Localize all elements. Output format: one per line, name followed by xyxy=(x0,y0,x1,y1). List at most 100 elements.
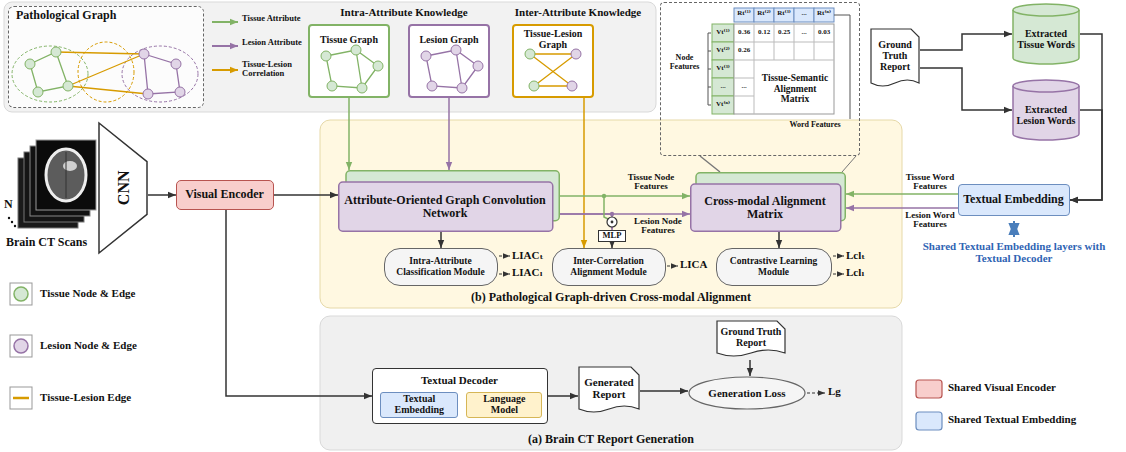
matrix-header: Rt⁽ⁿ⁾ xyxy=(814,10,834,18)
connector-arrow xyxy=(348,98,350,170)
matrix-row-header: Vt⁽ⁿ⁾ xyxy=(712,101,734,109)
legend-frame xyxy=(10,335,32,357)
panel-background xyxy=(408,24,490,98)
stacked-layer-front xyxy=(691,184,841,231)
matrix-grid xyxy=(754,8,774,22)
pathological-graph-art xyxy=(25,59,35,69)
pathological-graph-art xyxy=(63,81,73,91)
legend-text: Shared Textual Embedding xyxy=(948,413,1076,425)
panel-background xyxy=(4,2,902,450)
node-text: Pathological Graph xyxy=(16,9,116,22)
language-model-box: Language Model xyxy=(466,392,542,418)
pathological-graph-art xyxy=(78,42,134,102)
loss-arrow xyxy=(833,273,844,274)
loss-label: LICA xyxy=(680,258,708,270)
node-text: (a) Brain CT Report Generation xyxy=(528,433,694,446)
text-block: Tissue-Lesion Graph xyxy=(515,27,591,51)
ct-scan-stack xyxy=(14,225,16,227)
text-block: (a) Brain CT Report Generation xyxy=(320,432,902,448)
node-text: Extracted Lesion Words xyxy=(1014,104,1078,126)
text-block: Pathological Graph xyxy=(16,9,196,27)
matrix-grid xyxy=(712,42,734,60)
loss-arrow xyxy=(499,255,510,256)
node-text: Ground Truth Report xyxy=(718,326,784,348)
node-text: Cross-modal Alignment Matrix xyxy=(694,195,836,221)
matrix-grid xyxy=(708,8,856,172)
lesion-graph-art xyxy=(421,45,483,93)
lesion-graph-art xyxy=(451,45,461,55)
legend-sample xyxy=(212,22,238,23)
text-block: Language Model xyxy=(469,393,540,416)
pathological-graph-art xyxy=(175,87,185,97)
decoder-box: Textual DecoderTextual EmbeddingLanguage… xyxy=(372,368,548,424)
legend-arrow xyxy=(212,45,238,47)
tissue-graph-box: Tissue Graph xyxy=(308,24,390,98)
matrix-grid xyxy=(774,8,794,22)
ct-scan-stack xyxy=(46,149,86,201)
loss-label: Lclₜ xyxy=(846,249,865,261)
report-document: Ground Truth Report xyxy=(870,28,920,90)
legend-arrow xyxy=(212,21,238,23)
connector-arrow xyxy=(274,194,338,196)
node-text: Intra-Attribute Classification Module xyxy=(389,256,492,277)
pathological-graph-art xyxy=(12,46,88,102)
ct-scan-stack xyxy=(8,140,96,228)
text-block: Generation Loss xyxy=(696,378,798,408)
legend-text: Shared Visual Encoder xyxy=(948,381,1056,393)
connector-arrow xyxy=(749,360,751,376)
ct-scan-stack xyxy=(36,140,96,210)
matrix-grid xyxy=(834,15,850,119)
multiply-junction xyxy=(602,194,617,227)
matrix-cell: ... xyxy=(734,83,754,91)
node-text: Ground Truth Report xyxy=(872,39,918,72)
matrix-grid xyxy=(842,156,856,172)
node-text: CNN xyxy=(114,171,132,206)
multiply-junction xyxy=(602,194,606,198)
lesion-graph-art xyxy=(421,51,431,61)
tissue-lesion-graph-art xyxy=(525,49,535,59)
tissue-lesion-graph-box: Tissue-Lesion Graph xyxy=(512,24,594,98)
panel-background xyxy=(308,24,390,98)
pathological-graph-art xyxy=(33,87,43,97)
connector-arrow xyxy=(560,195,690,197)
section-panel: (b) Pathological Graph-driven Cross-moda… xyxy=(320,120,902,308)
report-document: Ground Truth Report xyxy=(716,320,786,360)
cylinder-rim xyxy=(1013,10,1079,16)
connector-arrow xyxy=(846,193,958,195)
legend-arrow xyxy=(212,69,238,71)
connector-label: Tissue Node Features xyxy=(622,173,680,192)
embedding-box: Textual Embedding xyxy=(380,392,458,418)
loss-label: Lg xyxy=(828,385,841,397)
document-shape xyxy=(717,321,785,356)
multiply-junction xyxy=(604,196,608,219)
node-text: MLP xyxy=(603,231,622,240)
matrix-cell: 0.36 xyxy=(734,29,754,37)
pathological-graph-art xyxy=(30,52,68,92)
matrix-cell: 0.12 xyxy=(754,29,774,37)
matrix-row-header: Vt⁽³⁾ xyxy=(712,65,734,73)
tissue-lesion-graph-art xyxy=(571,49,581,59)
group-heading: Intra-Attribute Knowledge xyxy=(300,6,508,18)
tissue-lesion-graph-art xyxy=(530,54,576,86)
alignment-block: Cross-modal Alignment Matrix xyxy=(690,172,846,232)
pathological-graph-art xyxy=(51,47,61,57)
loss-ellipse: Generation Loss xyxy=(688,376,806,410)
multiply-junction xyxy=(607,217,617,227)
connector-arrow xyxy=(700,156,720,172)
text-block: CNN xyxy=(98,122,148,254)
tissue-graph-art xyxy=(373,61,383,71)
axis-label: Node Features xyxy=(664,54,705,72)
word-store: Extracted Tissue Words xyxy=(1012,4,1080,64)
matrix-cell: ... xyxy=(794,29,814,37)
legend-node xyxy=(14,287,28,301)
node-text: Tissue-Lesion Graph xyxy=(515,28,591,50)
matrix-row-header: Vt⁽¹⁾ xyxy=(712,29,734,37)
lesion-graph-box: Lesion Graph xyxy=(408,24,490,98)
pathological-graph-art xyxy=(56,52,148,94)
tissue-graph-art xyxy=(357,83,367,93)
word-store: Extracted Lesion Words xyxy=(1012,80,1080,140)
matrix-grid xyxy=(794,8,814,22)
legend-sample xyxy=(10,387,32,409)
legend-node xyxy=(14,339,28,353)
